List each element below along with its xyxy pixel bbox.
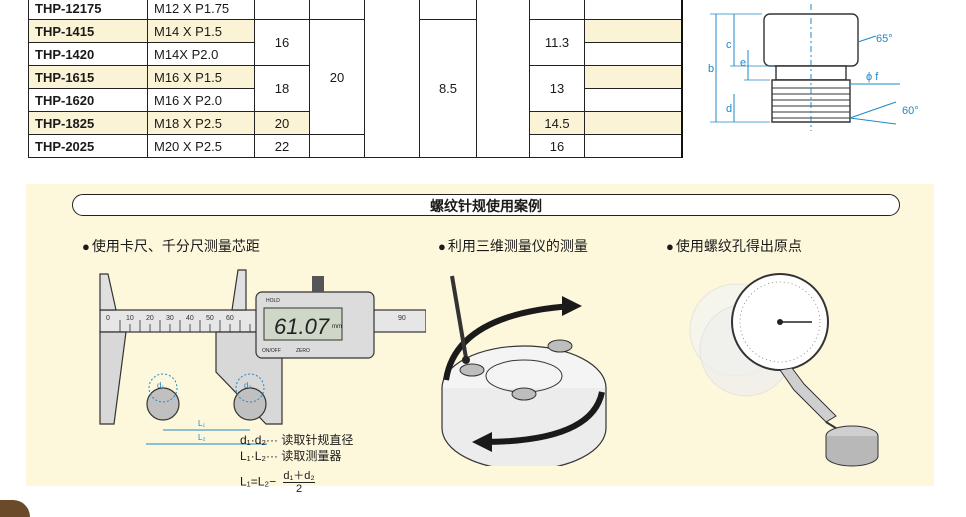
pin-3	[511, 387, 537, 401]
pin-2	[547, 339, 573, 353]
pin-1	[459, 363, 485, 377]
zero-label: ZERO	[296, 348, 310, 354]
label-c: c	[726, 39, 732, 51]
usage-panel: 螺纹针规使用案例 ●使用卡尺、千分尺测量芯距 ●利用三维测量仪的测量 ●使用螺纹…	[26, 184, 934, 495]
gauge-pin-right	[233, 387, 267, 421]
part-code: THP-1615	[28, 65, 148, 89]
thread-size: M18 X P2.5	[147, 111, 255, 135]
rotation-arrow-bottom	[481, 391, 605, 445]
gauge-pin-left	[146, 387, 180, 421]
thread-size: M16 X P2.0	[147, 88, 255, 112]
scale-label: 20	[146, 315, 154, 322]
case-origin: ●使用螺纹孔得出原点	[666, 238, 802, 254]
page-edge-mark	[0, 500, 30, 517]
table-row: THP-2025 M20 X P2.5 22 16	[28, 134, 683, 158]
part-code: THP-1420	[28, 42, 148, 66]
panel-banner: 螺纹针规使用案例	[72, 194, 900, 216]
legend-line-2: L₁·L₂··· 读取测量器	[240, 449, 342, 463]
label-l1: L₁	[198, 419, 205, 428]
thread-size: M20 X P2.5	[147, 134, 255, 158]
part-code: THP-2025	[28, 134, 148, 158]
cell-value: 8.5	[419, 19, 477, 158]
part-code: THP-1620	[28, 88, 148, 112]
cell-value: 13	[529, 65, 585, 112]
table-row: THP-1615 M16 X P1.5 18 13	[28, 65, 683, 112]
scale-label: 90	[398, 315, 406, 322]
part-code: THP-1825	[28, 111, 148, 135]
table-row: THP-1420 M14X P2.0	[28, 42, 683, 66]
cell-value: 11.3	[529, 19, 585, 66]
caliper-outer-jaw-moving	[231, 269, 247, 311]
formula-denominator: 2	[295, 483, 303, 495]
label-d: d	[726, 103, 732, 115]
case-caliper: ●使用卡尺、千分尺测量芯距	[82, 238, 260, 254]
table-row: THP-12175 M12 X P1.75	[28, 0, 683, 158]
caliper-lcd	[263, 307, 343, 341]
legend-line-1: d₁·d₂··· 读取针规直径	[240, 433, 354, 447]
caliper-thumb-wheel	[312, 276, 324, 292]
cell-value: 18	[254, 65, 310, 112]
cell-value: 16	[254, 19, 310, 66]
caliper-illustration: 0 10 20 30 40 50 60 90 61.07 mm HOLD ON/…	[99, 269, 426, 445]
thread-size: M16 X P1.5	[147, 65, 255, 89]
dial-arm	[779, 367, 837, 423]
label-d1: d₁	[157, 381, 164, 390]
label-angle-60: 60°	[902, 105, 919, 117]
part-code: THP-1415	[28, 19, 148, 43]
thread-size: M14 X P1.5	[147, 19, 255, 43]
scale-label: 60	[226, 315, 234, 322]
cell-value: 16	[529, 134, 585, 158]
label-angle-65: 65°	[876, 33, 893, 45]
rotation-arrow-top	[443, 303, 573, 381]
formula-numerator: d₁＋d₂	[283, 470, 315, 483]
scale-label: 0	[106, 315, 110, 322]
scale-label: 50	[206, 315, 214, 322]
thread-gauge-diagram: b c e d 65° ϕ f 60°	[708, 4, 919, 131]
cell-value: 22	[254, 134, 310, 158]
hold-label: HOLD	[266, 298, 280, 304]
table-row: THP-1825 M18 X P2.5 20 14.5	[28, 111, 683, 135]
label-l2: L₂	[198, 433, 206, 442]
cell-value: 20	[309, 19, 365, 135]
cell-value: 20	[254, 111, 310, 135]
formula: L₁=L₂− d₁＋d₂ 2	[240, 470, 315, 495]
label-e: e	[740, 57, 746, 69]
cmm-illustration	[441, 275, 607, 466]
cell-value: 14.5	[529, 111, 585, 135]
thread-size: M12 X P1.75	[147, 0, 255, 20]
caliper-reading: 61.07	[274, 314, 330, 339]
caliper-outer-jaw-fixed	[99, 273, 117, 311]
part-code: THP-12175	[28, 0, 148, 20]
onoff-label: ON/OFF	[262, 348, 281, 354]
unit-label: mm	[332, 324, 342, 330]
dial-indicator-illustration	[689, 273, 879, 467]
caliper-legend: d₁·d₂··· 读取针规直径 L₁·L₂··· 读取测量器	[240, 432, 353, 464]
scale-label: 30	[166, 315, 174, 322]
label-d2: d₂	[244, 381, 252, 390]
thread-size: M14X P2.0	[147, 42, 255, 66]
scale-label: 10	[126, 315, 134, 322]
gauge-thread	[771, 79, 851, 123]
table-row: THP-1415 M14 X P1.5 16 20 8.5 11.3	[28, 19, 683, 158]
case-cmm: ●利用三维测量仪的测量	[438, 238, 588, 254]
probe-stylus	[450, 275, 468, 359]
label-phi-f: ϕ f	[866, 71, 879, 83]
panel-title: 螺纹针规使用案例	[430, 198, 542, 214]
scale-label: 40	[186, 315, 194, 322]
caliper-lower-jaw-fixed	[99, 331, 127, 425]
spec-table: THP-12175 M12 X P1.75 THP-1415 M14 X P1.…	[28, 0, 683, 158]
label-b: b	[708, 63, 714, 75]
